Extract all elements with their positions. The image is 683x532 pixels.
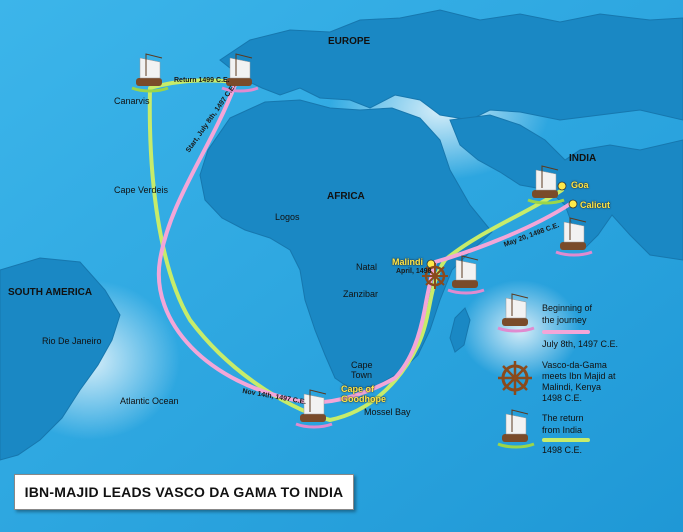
atlantic-label: Atlantic Ocean — [120, 396, 179, 406]
south-america-label: SOUTH AMERICA — [8, 287, 93, 298]
natal-label: Natal — [356, 262, 378, 272]
calicut-marker — [568, 199, 578, 209]
april-label: April, 1498 — [396, 268, 432, 275]
goa-label: Goa — [571, 180, 589, 190]
legend-outbound-line — [542, 330, 590, 334]
asia-landmass — [449, 114, 683, 261]
africa-label: AFRICA — [327, 191, 365, 202]
cape-town-label: Cape Town — [351, 360, 373, 380]
ship-icon — [131, 53, 169, 93]
rio-label: Rio De Janeiro — [42, 336, 102, 346]
ship-icon — [497, 293, 535, 333]
europe-landmass — [219, 9, 683, 121]
mossel-bay-label: Mossel Bay — [364, 407, 411, 417]
map-title: IBN-MAJID LEADS VASCO DA GAMA TO INDIA — [24, 484, 344, 500]
legend-return-date: 1498 C.E. — [542, 445, 583, 455]
legend-return-line — [542, 438, 590, 442]
zanzibar-label: Zanzibar — [343, 289, 379, 299]
malindi-label: Malindi — [392, 257, 423, 267]
title-box: IBN-MAJID LEADS VASCO DA GAMA TO INDIA — [14, 474, 354, 510]
canarvis-label: Canarvis — [114, 96, 150, 106]
legend-return-text: The return from India — [542, 413, 584, 435]
cape-verdeis-label: Cape Verdeis — [114, 185, 169, 195]
legend-beginning-date: July 8th, 1497 C.E. — [542, 339, 619, 349]
cape-good-hope-label: Cape of Goodhope — [341, 384, 386, 404]
outbound-route — [156, 83, 572, 405]
return-1499-label: Return 1499 C.E. — [174, 77, 230, 84]
ships-wheel-icon — [498, 361, 532, 395]
ship-icon — [295, 389, 333, 429]
calicut-label: Calicut — [580, 200, 611, 210]
ship-icon — [497, 409, 535, 449]
ship-icon — [555, 217, 593, 257]
europe-label: EUROPE — [328, 36, 371, 47]
ship-icon — [221, 53, 259, 93]
legend-beginning-text: Beginning of the journey — [542, 303, 593, 325]
legend-meets-text: Vasco-da-Gama meets Ibn Majid at Malindi… — [542, 360, 616, 403]
goa-marker — [557, 181, 567, 191]
india-label: INDIA — [569, 153, 597, 164]
ship-icon — [447, 255, 485, 295]
ships-wheel-icon — [422, 263, 448, 289]
south-america-landmass — [0, 257, 121, 461]
ship-icon — [527, 165, 565, 205]
logos-label: Logos — [275, 212, 300, 222]
madagascar — [449, 307, 471, 353]
